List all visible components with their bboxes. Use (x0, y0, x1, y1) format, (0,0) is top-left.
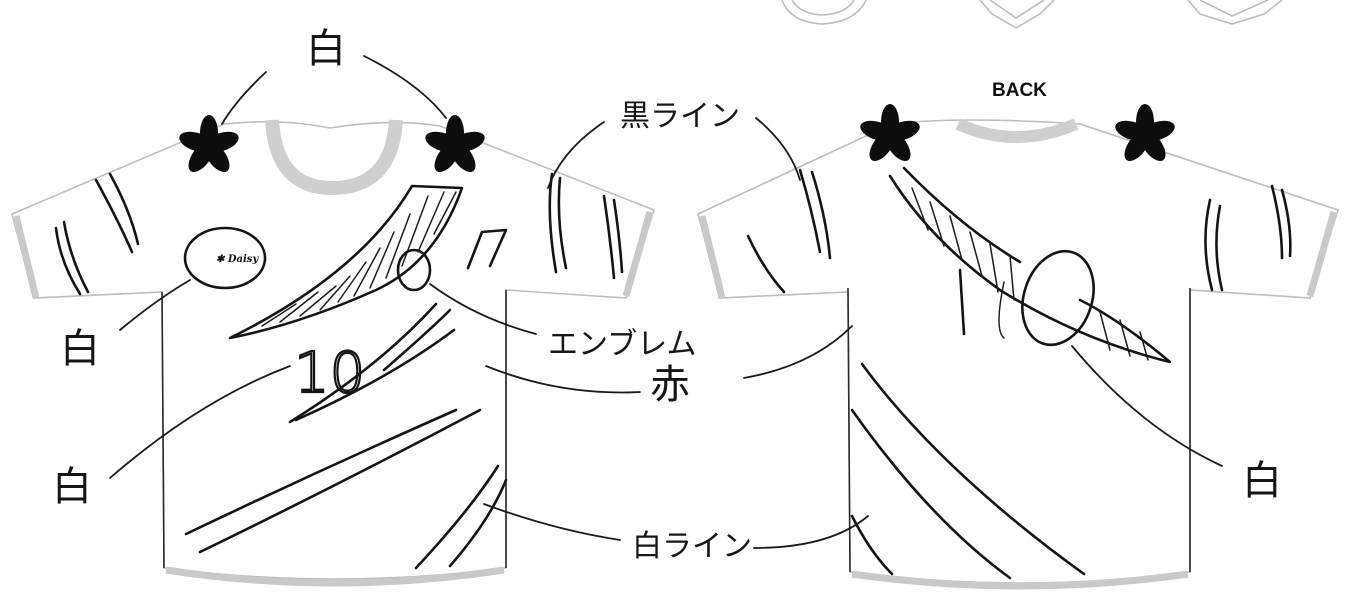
back-title: BACK (992, 80, 1047, 101)
label-black-line: 黒ライン (620, 99, 740, 134)
front-shirt: ✱ Daisy 10 (11, 115, 655, 587)
flower-icon (860, 104, 920, 162)
label-white-back-emblem: 白 (1242, 458, 1282, 504)
label-white-top: 白 (306, 26, 346, 72)
annotations: 白 黒ライン 白 エンブレム 白 赤 白ライン 白 (52, 26, 1282, 564)
flower-icon (179, 115, 239, 173)
flower-icon (425, 115, 485, 173)
label-white-line: 白ライン (632, 529, 752, 564)
label-white-number: 白 (52, 464, 92, 510)
front-logo-text: ✱ Daisy (216, 254, 259, 265)
collar-options (781, 0, 1283, 29)
label-emblem: エンブレム (548, 327, 697, 362)
front-shirt-outline (11, 120, 655, 580)
front-emblem (396, 248, 432, 292)
back-collar (955, 118, 1079, 143)
back-emblem (1021, 249, 1095, 347)
label-red: 赤 (650, 362, 690, 408)
back-shirt: BACK (697, 80, 1340, 590)
flower-icon (1115, 104, 1175, 162)
front-collar (265, 119, 403, 196)
front-logo-oval (183, 226, 267, 290)
back-shirt-outline (697, 119, 1340, 584)
label-white-logo: 白 (60, 326, 100, 372)
